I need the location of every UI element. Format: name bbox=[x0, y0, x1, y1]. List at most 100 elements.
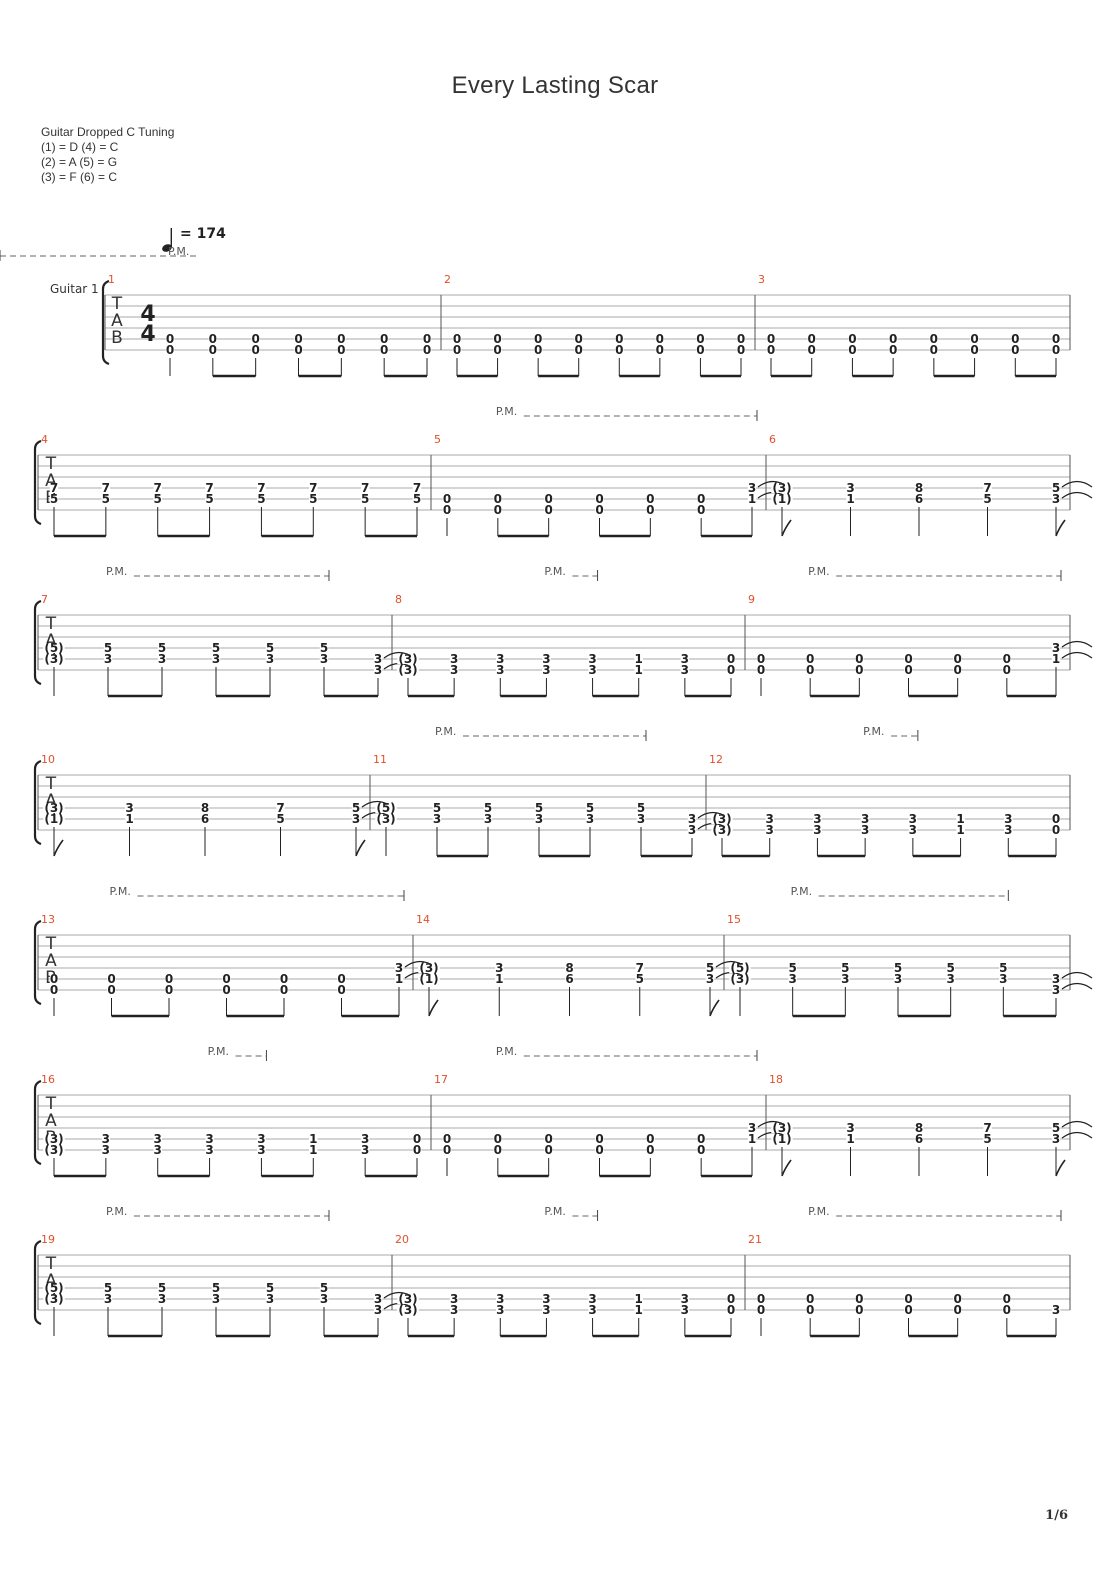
fret-number: 0 bbox=[1003, 1292, 1011, 1306]
fret-mask bbox=[43, 654, 65, 664]
fret-mask bbox=[153, 494, 162, 504]
fret-mask bbox=[646, 505, 655, 515]
tab-clef-letter: A bbox=[111, 311, 123, 331]
fret-number: 3 bbox=[361, 1143, 369, 1157]
fret-mask bbox=[680, 665, 690, 675]
fret-number: 3 bbox=[813, 812, 821, 826]
fret-number: 7 bbox=[102, 481, 110, 495]
fret-mask bbox=[1004, 814, 1013, 824]
tab-clef-letter: T bbox=[111, 294, 123, 314]
fret-number: 0 bbox=[904, 652, 912, 666]
fret-number: 7 bbox=[309, 481, 317, 495]
time-signature-top: 4 bbox=[140, 302, 155, 327]
measure-number: 17 bbox=[434, 1073, 448, 1086]
fret-mask bbox=[432, 803, 442, 813]
fret-mask bbox=[153, 1134, 162, 1144]
fret-number: 1 bbox=[395, 972, 403, 986]
fret-number: 1 bbox=[635, 652, 643, 666]
fret-mask bbox=[319, 1294, 329, 1304]
fret-number: (3) bbox=[772, 1121, 791, 1135]
fret-mask bbox=[265, 1283, 275, 1293]
fret-mask bbox=[904, 1294, 913, 1304]
fret-mask bbox=[422, 334, 432, 344]
fret-number: 0 bbox=[380, 332, 388, 346]
fret-number: 0 bbox=[294, 332, 302, 346]
eighth-flag bbox=[53, 839, 64, 857]
palm-mute-label: P.M. bbox=[808, 565, 829, 578]
fret-number: 3 bbox=[542, 1292, 550, 1306]
fret-number: 0 bbox=[1003, 652, 1011, 666]
fret-mask bbox=[493, 345, 502, 355]
fret-number: 0 bbox=[697, 1132, 705, 1146]
fret-mask bbox=[43, 643, 65, 653]
fret-number: 0 bbox=[337, 343, 345, 357]
fret-number: 3 bbox=[788, 972, 796, 986]
fret-mask bbox=[496, 654, 505, 664]
tab-clef-letter: A bbox=[45, 1111, 57, 1131]
fret-number: 5 bbox=[636, 972, 644, 986]
fret-number: 6 bbox=[915, 492, 923, 506]
fret-mask bbox=[888, 345, 898, 355]
fret-mask bbox=[771, 1134, 793, 1144]
fret-number: 3 bbox=[125, 801, 133, 815]
measure-number: 1 bbox=[108, 273, 115, 286]
fret-number: 3 bbox=[813, 823, 821, 837]
fret-mask bbox=[483, 803, 493, 813]
eighth-flag bbox=[1055, 519, 1066, 537]
tie-arc bbox=[1061, 1120, 1093, 1128]
fret-mask bbox=[493, 505, 503, 515]
fret-number: 0 bbox=[294, 343, 302, 357]
fret-mask bbox=[1011, 345, 1020, 355]
fret-number: 0 bbox=[209, 332, 217, 346]
fret-number: 3 bbox=[102, 1132, 110, 1146]
fret-mask bbox=[544, 1134, 553, 1144]
fret-number: 3 bbox=[681, 1303, 689, 1317]
fret-mask bbox=[157, 643, 167, 653]
fret-mask bbox=[771, 494, 793, 504]
fret-number: 0 bbox=[107, 983, 115, 997]
fret-number: (3) bbox=[44, 1292, 63, 1306]
fret-number: (3) bbox=[398, 663, 417, 677]
fret-mask bbox=[211, 643, 221, 653]
fret-number: 7 bbox=[983, 481, 991, 495]
fret-number: 0 bbox=[889, 332, 897, 346]
fret-number: 3 bbox=[1052, 492, 1060, 506]
fret-mask bbox=[496, 1305, 505, 1315]
fret-number: (3) bbox=[398, 1303, 417, 1317]
fret-number: 3 bbox=[861, 823, 869, 837]
fret-mask bbox=[588, 665, 597, 675]
fret-number: 3 bbox=[212, 652, 220, 666]
fret-mask bbox=[257, 483, 266, 493]
fret-number: 3 bbox=[688, 823, 696, 837]
fret-mask bbox=[615, 345, 624, 355]
fret-mask bbox=[929, 345, 939, 355]
palm-mute-label: P.M. bbox=[496, 405, 517, 418]
fret-mask bbox=[205, 1134, 214, 1144]
fret-number: 3 bbox=[374, 1303, 382, 1317]
fret-mask bbox=[379, 345, 389, 355]
fret-number: 3 bbox=[535, 812, 543, 826]
fret-mask bbox=[848, 345, 857, 355]
fret-mask bbox=[544, 494, 553, 504]
fret-mask bbox=[1051, 334, 1061, 344]
quarter-note-icon bbox=[162, 228, 173, 252]
fret-number: 5 bbox=[999, 961, 1007, 975]
fret-number: 3 bbox=[154, 1132, 162, 1146]
fret-number: (5) bbox=[44, 641, 63, 655]
fret-number: 3 bbox=[495, 961, 503, 975]
fret-number: 5 bbox=[1052, 481, 1060, 495]
fret-number: 0 bbox=[413, 1132, 421, 1146]
fret-mask bbox=[946, 974, 955, 984]
fret-number: 5 bbox=[637, 801, 645, 815]
fret-mask bbox=[1002, 1294, 1012, 1304]
fret-number: 3 bbox=[257, 1143, 265, 1157]
palm-mute-label: P.M. bbox=[544, 1205, 565, 1218]
fret-number: 3 bbox=[909, 823, 917, 837]
fret-number: 5 bbox=[320, 1281, 328, 1295]
fret-number: 3 bbox=[1052, 972, 1060, 986]
fret-number: 5 bbox=[706, 961, 714, 975]
fret-number: 3 bbox=[374, 663, 382, 677]
fret-mask bbox=[43, 1134, 65, 1144]
fret-mask bbox=[394, 963, 404, 973]
fret-number: 0 bbox=[930, 343, 938, 357]
